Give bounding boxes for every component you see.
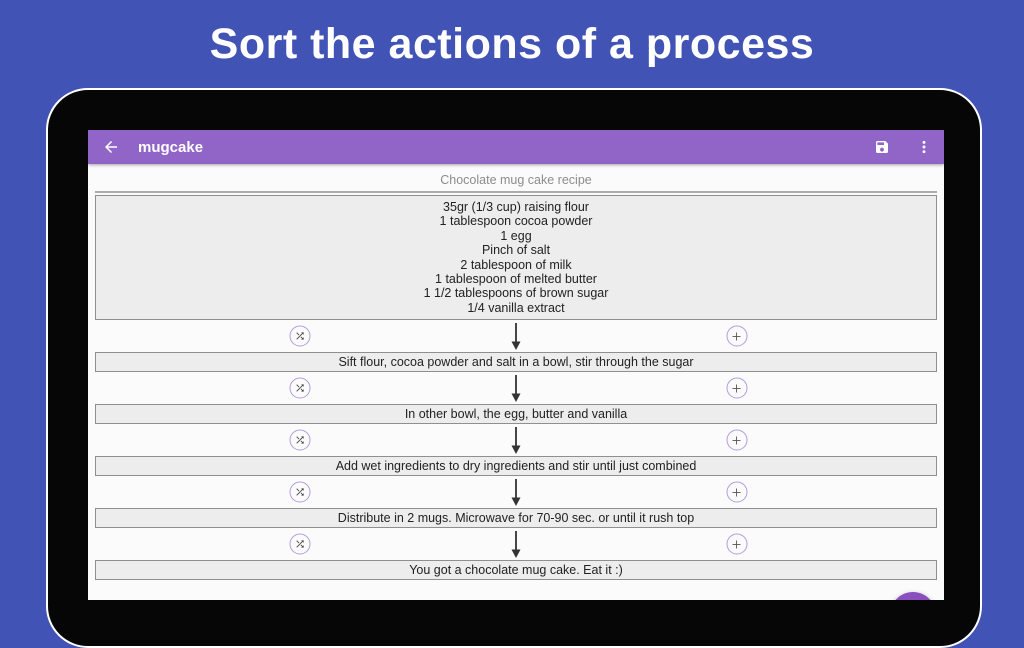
- save-icon: [876, 141, 888, 153]
- arrow-down-icon: [511, 323, 521, 351]
- edit-fab-button[interactable]: [890, 592, 936, 600]
- process-sheet: Chocolate mug cake recipe 35gr (1/3 cup)…: [88, 164, 944, 600]
- shuffle-icon: [296, 332, 305, 340]
- swap-steps-button[interactable]: [289, 481, 311, 503]
- connector-row: [95, 424, 937, 456]
- swap-steps-button[interactable]: [289, 325, 311, 347]
- ingredient-line: 1 egg: [500, 228, 532, 243]
- connector-row: [95, 320, 937, 352]
- arrow-down-icon: [511, 427, 521, 455]
- plus-icon: [732, 436, 741, 445]
- add-step-button[interactable]: [726, 481, 748, 503]
- document-title: mugcake: [138, 138, 204, 156]
- plus-icon: [732, 488, 741, 497]
- add-step-button[interactable]: [726, 533, 748, 555]
- arrow-down-icon: [511, 375, 521, 403]
- ingredient-line: 35gr (1/3 cup) raising flour: [443, 200, 589, 214]
- app-toolbar: mugcake: [88, 130, 944, 164]
- process-flow: 35gr (1/3 cup) raising flour 1 tablespoo…: [95, 195, 937, 581]
- ingredient-line: 2 tablespoon of milk: [460, 257, 572, 272]
- ingredient-line: 1 1/2 tablespoons of brown sugar: [423, 286, 609, 301]
- step-box[interactable]: Add wet ingredients to dry ingredients a…: [95, 456, 937, 477]
- plus-icon: [732, 332, 741, 341]
- connector-row: [95, 476, 937, 508]
- arrow-left-icon: [105, 141, 117, 153]
- header-divider: [95, 191, 937, 193]
- app-screen: mugcake Chocolate mug cake recipe 35gr (…: [88, 130, 944, 600]
- shuffle-icon: [296, 436, 305, 444]
- arrow-down-icon: [511, 531, 521, 559]
- ingredient-line: 1/4 vanilla extract: [467, 300, 565, 315]
- save-button[interactable]: [874, 139, 890, 155]
- shuffle-icon: [296, 540, 305, 548]
- ingredient-line: 1 tablespoon of melted butter: [435, 272, 597, 287]
- swap-steps-button[interactable]: [289, 533, 311, 555]
- arrow-down-icon: [511, 479, 521, 507]
- plus-icon: [732, 540, 741, 549]
- swap-steps-button[interactable]: [289, 377, 311, 399]
- ingredient-line: Pinch of salt: [481, 243, 551, 258]
- overflow-menu-icon: [922, 140, 926, 154]
- step-box[interactable]: Distribute in 2 mugs. Microwave for 70-9…: [95, 508, 937, 529]
- promo-title: Sort the actions of a process: [209, 19, 815, 68]
- connector-row: [95, 528, 937, 560]
- connector-row: [95, 372, 937, 404]
- swap-steps-button[interactable]: [289, 429, 311, 451]
- shuffle-icon: [296, 488, 305, 496]
- promo-banner: Sort the actions of a process: [0, 0, 1024, 88]
- recipe-title-field[interactable]: Chocolate mug cake recipe: [440, 173, 592, 187]
- step-box[interactable]: You got a chocolate mug cake. Eat it :): [95, 560, 937, 581]
- back-button[interactable]: [102, 138, 120, 156]
- add-step-button[interactable]: [726, 429, 748, 451]
- shuffle-icon: [296, 384, 305, 392]
- ingredients-box[interactable]: 35gr (1/3 cup) raising flour 1 tablespoo…: [95, 195, 937, 321]
- step-box[interactable]: Sift flour, cocoa powder and salt in a b…: [95, 352, 937, 373]
- add-step-button[interactable]: [726, 377, 748, 399]
- overflow-menu-button[interactable]: [916, 139, 932, 155]
- plus-icon: [732, 384, 741, 393]
- tablet-frame: mugcake Chocolate mug cake recipe 35gr (…: [46, 88, 982, 648]
- add-step-button[interactable]: [726, 325, 748, 347]
- ingredient-line: 1 tablespoon cocoa powder: [439, 214, 593, 229]
- step-box[interactable]: In other bowl, the egg, butter and vanil…: [95, 404, 937, 425]
